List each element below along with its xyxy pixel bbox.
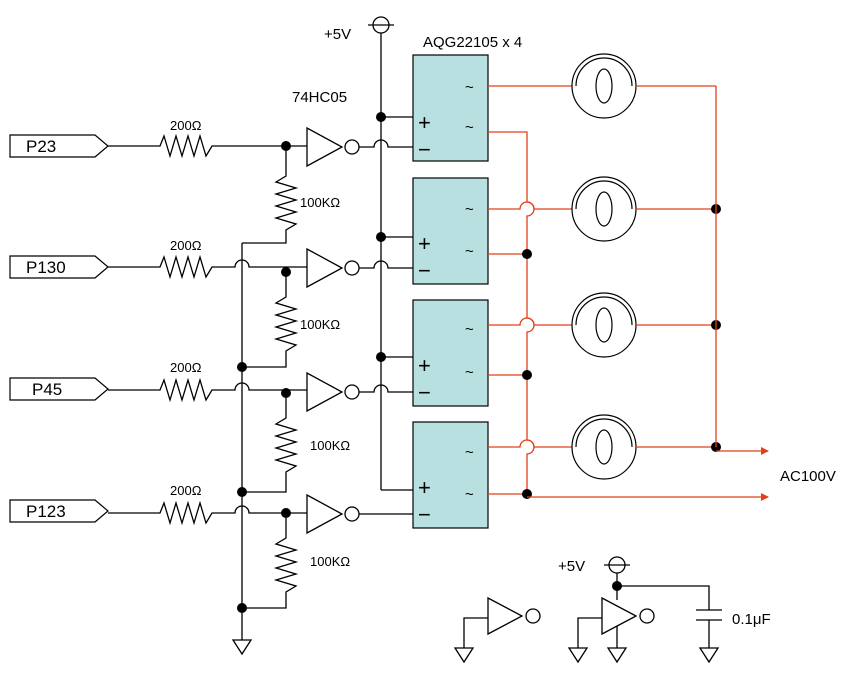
ground-bus [231, 243, 253, 656]
inverter-2 [306, 247, 344, 289]
inverter-4 [306, 493, 344, 535]
ssr-plus-sign: + [418, 231, 431, 256]
ac-supply-label: AC100V [780, 468, 836, 485]
pulldown-resistor-3 [242, 393, 299, 493]
input-port-label: P130 [26, 258, 66, 277]
series-resistor-2 [108, 254, 307, 280]
ssr-plus-sign: + [418, 353, 431, 378]
ssr-ac-terminal: ~ [465, 243, 474, 260]
lamp-2 [571, 176, 637, 242]
ssr-2 [412, 177, 489, 285]
ssr-ac-terminal: ~ [465, 119, 474, 136]
pulldown-resistor-label: 100KΩ [310, 554, 350, 569]
lamp-4 [571, 414, 637, 480]
ssr-ac-terminal: ~ [465, 486, 474, 503]
ssr-1 [412, 54, 489, 162]
inverter-3 [306, 371, 344, 413]
series-resistor-3 [108, 377, 307, 403]
vcc-top-label: +5V [324, 26, 351, 43]
input-port-label: P45 [32, 380, 62, 399]
channel-2: P130 200Ω 100KΩ + − ~ ~ [9, 176, 721, 368]
lamp-3 [571, 292, 637, 358]
unused-gate-2 [567, 596, 655, 664]
input-port-p45 [9, 377, 109, 401]
ssr-minus-sign: − [418, 380, 431, 405]
ssr-ac-terminal: ~ [465, 201, 474, 218]
series-resistor-4 [108, 500, 307, 526]
series-resistor-1 [108, 133, 307, 159]
input-port-p130 [9, 255, 109, 279]
vcc-bottom-symbol [604, 556, 630, 600]
series-resistor-label: 200Ω [170, 238, 202, 253]
inverter-1 [306, 126, 344, 168]
ssr-plus-sign: + [418, 110, 431, 135]
series-resistor-label: 200Ω [170, 118, 202, 133]
channel-1: P23 200Ω 100KΩ + − ~ ~ [9, 53, 716, 494]
pulldown-resistor-4 [242, 513, 299, 609]
input-port-label: P23 [26, 137, 56, 156]
vcc-bottom-label: +5V [558, 558, 585, 575]
channel-3: P45 200Ω 100KΩ + − ~ ~ [9, 292, 721, 493]
inverter-output-bubble [344, 260, 360, 276]
inverter-output-bubble [344, 139, 360, 155]
ssr-minus-sign: − [418, 502, 431, 527]
pulldown-resistor-1 [242, 146, 299, 244]
pulldown-resistor-label: 100KΩ [300, 317, 340, 332]
unused-gate-1 [453, 596, 541, 664]
vcc-top-symbol [368, 16, 394, 490]
pulldown-resistor-2 [242, 272, 299, 368]
ssr-ac-terminal: ~ [465, 444, 474, 461]
inverter-output-bubble [344, 384, 360, 400]
inverter-part-label: 74HC05 [292, 89, 347, 106]
inverter-output-bubble [344, 506, 360, 522]
lamp-1 [571, 53, 637, 119]
ssr-ac-terminal: ~ [465, 79, 474, 96]
ssr-part-label: AQG22105 x 4 [423, 34, 522, 51]
capacitor-label: 0.1μF [732, 611, 771, 628]
ssr-plus-sign: + [418, 475, 431, 500]
ssr-minus-sign: − [418, 258, 431, 283]
pulldown-resistor-label: 100KΩ [300, 195, 340, 210]
series-resistor-label: 200Ω [170, 483, 202, 498]
ssr-ac-terminal: ~ [465, 364, 474, 381]
ssr-3 [412, 299, 489, 407]
input-port-label: P123 [26, 502, 66, 521]
channel-4: P123 200Ω 100KΩ + − ~ ~ [9, 414, 721, 613]
decoupling-capacitor [617, 585, 722, 664]
ssr-minus-sign: − [418, 137, 431, 162]
input-port-p123 [9, 499, 109, 523]
input-port-p23 [9, 134, 109, 158]
pulldown-resistor-label: 100KΩ [310, 438, 350, 453]
series-resistor-label: 200Ω [170, 360, 202, 375]
ssr-ac-terminal: ~ [465, 321, 474, 338]
ssr-4 [412, 421, 489, 529]
